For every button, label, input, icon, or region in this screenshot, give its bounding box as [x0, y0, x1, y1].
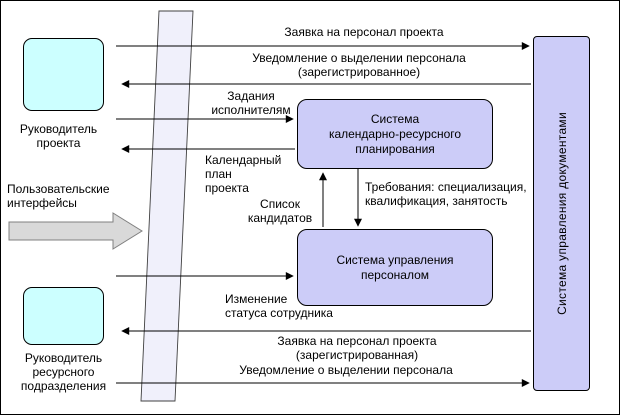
project-manager-label-line1: Руководитель — [19, 122, 98, 136]
planning-system-box: Система календарно-ресурсного планирован… — [297, 99, 493, 169]
flow-label-notification-registered-line1: Уведомление о выделении персонала — [252, 51, 466, 65]
flow-label-requirements-line1: Требования: специализация, — [365, 180, 527, 194]
planning-system-label-line3: планирования — [355, 141, 435, 156]
planning-system-label-line1: Система — [370, 111, 420, 126]
resource-manager-label-line2: ресурсного — [32, 365, 95, 379]
personnel-system-box: Система управления персоналом — [297, 229, 493, 306]
flow-label-calendar-plan-line2: план — [205, 167, 232, 181]
flow-label-candidates: Список кандидатов — [240, 197, 320, 225]
personnel-system-label: Система управления персоналом — [336, 253, 453, 283]
flow-label-tasks-line1: Задания — [227, 89, 275, 103]
document-system-box: Система управления документами — [533, 36, 590, 391]
user-interfaces-label-line1: Пользовательские — [7, 182, 110, 196]
flow-label-requirements: Требования: специализация, квалификация,… — [365, 180, 527, 208]
flow-label-request-registered-line2: (зарегистрированная) — [295, 348, 419, 362]
user-interfaces-block-arrow — [8, 212, 143, 250]
flow-label-notification-bottom: Уведомление о выделении персонала — [226, 363, 466, 377]
resource-manager-box — [23, 287, 104, 345]
flow-label-calendar-plan-line3: проекта — [205, 181, 249, 195]
user-interfaces-label: Пользовательские интерфейсы — [7, 182, 110, 210]
user-interface-plane — [140, 10, 194, 402]
flow-label-notification-registered: Уведомление о выделении персонала (зарег… — [239, 51, 479, 79]
personnel-system-label-line1: Система управления — [336, 252, 454, 267]
flow-label-tasks-line2: исполнителям — [211, 103, 291, 117]
flow-label-candidates-line2: кандидатов — [247, 211, 313, 225]
flow-label-notification-registered-line2: (зарегистрированное) — [297, 65, 421, 79]
resource-manager-label: Руководитель ресурсного подразделения — [6, 351, 121, 393]
flow-label-status-change-line2: статуса сотрудника — [225, 306, 333, 320]
flow-label-tasks: Задания исполнителям — [191, 89, 311, 117]
resource-manager-label-line3: подразделения — [20, 379, 107, 393]
flow-label-calendar-plan: Календарный план проекта — [205, 153, 281, 195]
flow-label-request-top-line1: Заявка на персонал проекта — [284, 25, 444, 39]
project-manager-label-line2: проекта — [36, 136, 81, 150]
document-system-label: Система управления документами — [554, 112, 569, 315]
project-manager-box — [23, 38, 104, 111]
flow-label-status-change-line1: Изменение — [225, 292, 288, 306]
flow-label-requirements-line2: квалификация, занятость — [365, 194, 508, 208]
flow-label-status-change: Изменение статуса сотрудника — [225, 292, 333, 320]
planning-system-label: Система календарно-ресурсного планирован… — [329, 112, 461, 157]
project-manager-label: Руководитель проекта — [6, 122, 111, 150]
flow-label-request-registered: Заявка на персонал проекта (зарегистриро… — [247, 334, 467, 362]
resource-manager-label-line1: Руководитель — [24, 351, 103, 365]
flow-label-request-top: Заявка на персонал проекта — [249, 25, 479, 39]
flow-label-calendar-plan-line1: Календарный — [205, 153, 282, 167]
flow-label-request-registered-line1: Заявка на персонал проекта — [277, 334, 437, 348]
user-interfaces-label-line2: интерфейсы — [7, 196, 77, 210]
personnel-system-label-line2: персоналом — [360, 267, 429, 282]
flow-label-notification-bottom-line1: Уведомление о выделении персонала — [239, 363, 453, 377]
planning-system-label-line2: календарно-ресурсного — [328, 126, 462, 141]
flow-label-candidates-line1: Список — [260, 197, 300, 211]
